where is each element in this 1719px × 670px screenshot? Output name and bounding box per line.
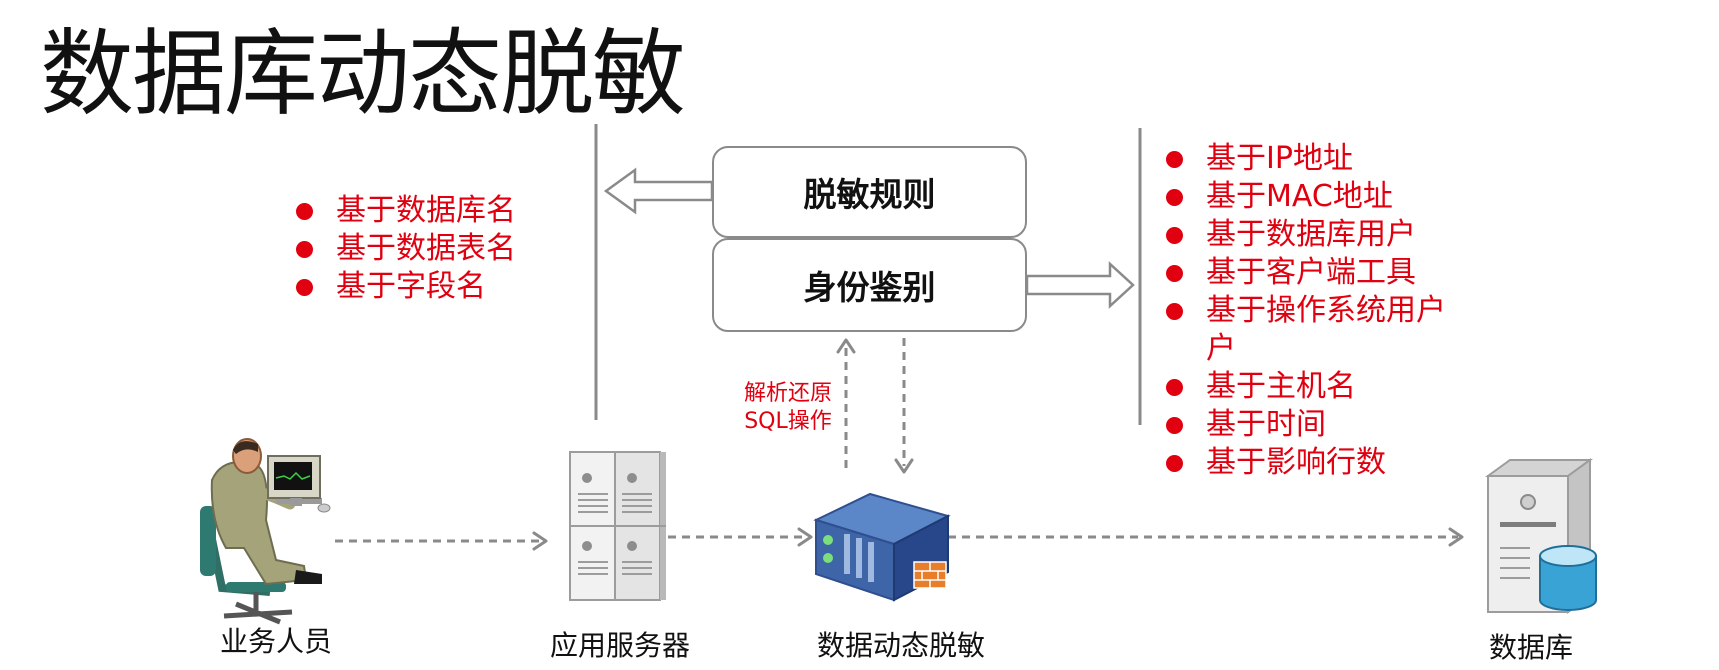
arrowhead-up (836, 338, 856, 354)
list-item: 基于主机名 (1164, 368, 1446, 406)
dynamic-masking-label: 数据动态脱敏 (816, 629, 985, 662)
right-rule-list: 基于IP地址 基于MAC地址 基于数据库用户 基于客户端工具 基于操作系统用户 … (1164, 140, 1446, 482)
list-item: 基于MAC地址 (1164, 178, 1446, 216)
rules-to-left-arrow (603, 167, 714, 215)
list-item: 基于客户端工具 (1164, 254, 1446, 292)
identity-auth-box: 身份鉴别 (712, 238, 1027, 332)
list-item: 基于时间 (1164, 406, 1446, 444)
arrowhead-app (532, 531, 548, 551)
arrowhead-db (1448, 527, 1464, 547)
list-item: 基于数据库名 (294, 192, 516, 230)
staff-label: 业务人员 (219, 625, 332, 658)
arrowhead-down (894, 458, 914, 474)
parse-note-line: 解析还原 (743, 381, 832, 406)
database-server-icon (1484, 458, 1597, 614)
list-item: 基于数据表名 (294, 230, 516, 268)
left-rule-list: 基于数据库名 基于数据表名 基于字段名 (294, 192, 516, 306)
list-item: 基于字段名 (294, 268, 516, 306)
masking-rules-box: 脱敏规则 (712, 146, 1027, 238)
page-title: 数据库动态脱敏 (40, 20, 686, 129)
parse-sql-note: 解析还原 SQL操作 (736, 380, 840, 436)
database-label: 数据库 (1488, 631, 1573, 664)
list-item: 基于数据库用户 (1164, 216, 1446, 254)
list-item-continuation: 户 (1206, 331, 1236, 366)
app-server-label: 应用服务器 (549, 629, 690, 662)
auth-to-right-arrow (1025, 261, 1135, 309)
arrowhead-masking (797, 527, 813, 547)
app-server-icon (569, 451, 666, 601)
parse-note-line: SQL操作 (744, 409, 832, 434)
user-at-computer-icon (200, 438, 331, 625)
list-item: 基于IP地址 (1164, 140, 1446, 178)
list-item: 基于操作系统用户 (1164, 292, 1446, 330)
list-item: 基于影响行数 (1164, 444, 1446, 482)
masking-appliance-icon (813, 492, 951, 602)
